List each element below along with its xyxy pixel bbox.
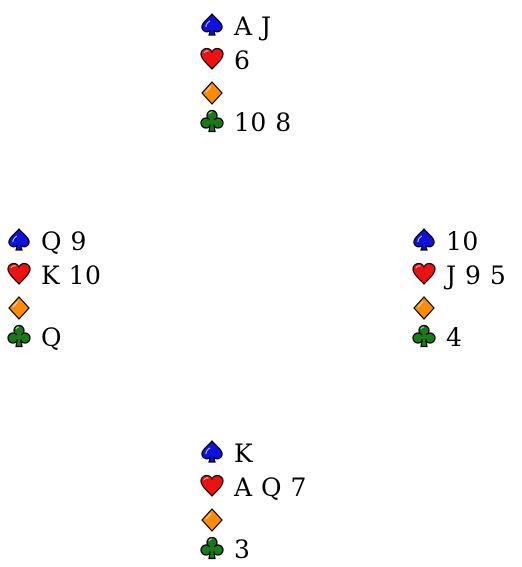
west-hearts-row: K 10: [7, 259, 127, 296]
south-clubs-row: 3: [200, 533, 320, 567]
spade-icon: [200, 440, 224, 464]
north-spades-cards[interactable]: A J: [234, 12, 272, 41]
west-spades-row: Q 9: [7, 225, 127, 259]
north-hearts-row: 6: [200, 44, 320, 81]
east-spades-row: 10: [412, 225, 522, 259]
diamond-icon: [200, 81, 224, 105]
west-clubs-row: Q: [7, 321, 127, 355]
east-clubs-cards[interactable]: 4: [446, 323, 463, 352]
north-diamonds-row: [200, 81, 320, 106]
club-icon: [7, 324, 31, 348]
east-hearts-cards[interactable]: J 9 5: [446, 261, 507, 290]
heart-icon: [200, 474, 224, 498]
west-spades-cards[interactable]: Q 9: [41, 227, 87, 256]
west-hearts-cards[interactable]: K 10: [41, 261, 102, 290]
south-clubs-cards[interactable]: 3: [234, 535, 251, 564]
heart-icon: [412, 262, 436, 286]
east-spades-cards[interactable]: 10: [446, 227, 479, 256]
west-clubs-cards[interactable]: Q: [41, 323, 62, 352]
south-hearts-cards[interactable]: A Q 7: [234, 473, 307, 502]
heart-icon: [200, 47, 224, 71]
hand-south: K A Q 7 3: [200, 437, 320, 567]
club-icon: [200, 536, 224, 560]
north-clubs-row: 10 8: [200, 106, 320, 140]
hand-north: A J 6 10 8: [200, 10, 320, 140]
east-hearts-row: J 9 5: [412, 259, 522, 296]
diamond-icon: [200, 508, 224, 532]
heart-icon: [7, 262, 31, 286]
north-hearts-cards[interactable]: 6: [234, 46, 251, 75]
hand-west: Q 9 K 10 Q: [7, 225, 127, 355]
north-spades-row: A J: [200, 10, 320, 44]
south-spades-row: K: [200, 437, 320, 471]
spade-icon: [7, 228, 31, 252]
north-clubs-cards[interactable]: 10 8: [234, 108, 292, 137]
south-diamonds-row: [200, 508, 320, 533]
hand-east: 10 J 9 5 4: [412, 225, 522, 355]
south-hearts-row: A Q 7: [200, 471, 320, 508]
spade-icon: [200, 13, 224, 37]
south-spades-cards[interactable]: K: [234, 439, 254, 468]
east-clubs-row: 4: [412, 321, 522, 355]
west-diamonds-row: [7, 296, 127, 321]
club-icon: [200, 109, 224, 133]
east-diamonds-row: [412, 296, 522, 321]
club-icon: [412, 324, 436, 348]
diamond-icon: [412, 296, 436, 320]
spade-icon: [412, 228, 436, 252]
diamond-icon: [7, 296, 31, 320]
